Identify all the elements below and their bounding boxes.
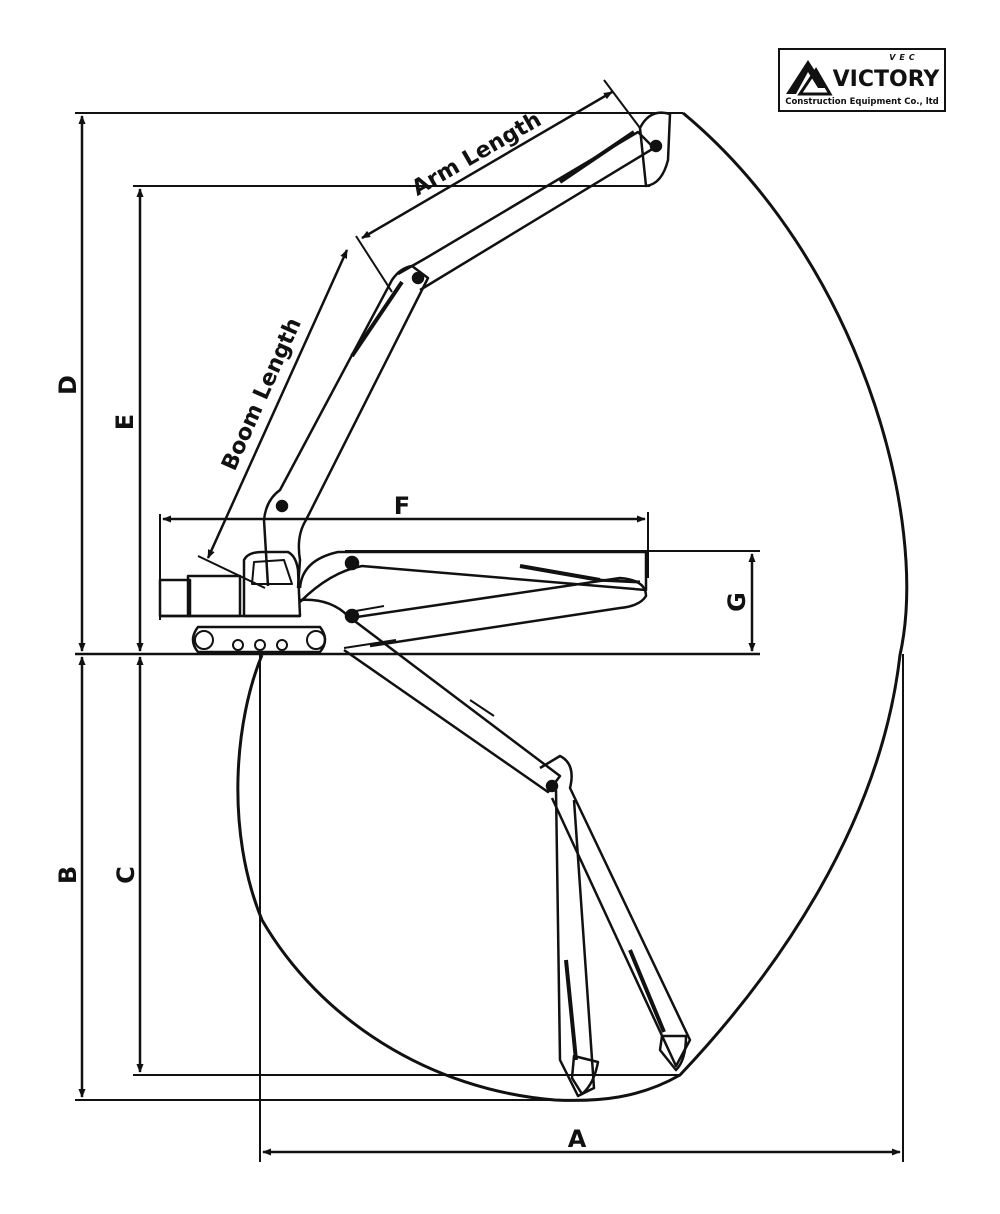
label-e: E <box>111 414 139 430</box>
svg-text:Construction Equipment Co., lt: Construction Equipment Co., ltd <box>785 97 939 107</box>
boom-horizontal <box>298 550 648 648</box>
label-arm-length: Arm Length <box>408 107 546 201</box>
engine-cover <box>186 574 242 618</box>
pivot-linkage <box>343 605 495 717</box>
victory-logo: VEC VICTORY Construction Equipment Co., … <box>778 48 946 112</box>
label-d: D <box>54 375 82 395</box>
label-c: C <box>112 866 140 884</box>
dimension-arrows <box>78 79 901 1156</box>
reference-lines <box>75 112 904 1162</box>
label-boom-length: Boom Length <box>217 314 307 474</box>
victory-logo-mark-icon <box>786 60 826 94</box>
svg-text:VEC: VEC <box>889 53 919 62</box>
arm-lowered <box>539 754 692 1068</box>
arm-lowered-b <box>554 789 596 1098</box>
counterweight <box>158 578 192 618</box>
excavator-base <box>158 550 327 654</box>
label-a: A <box>568 1125 587 1153</box>
dim-line-boom <box>206 249 349 559</box>
label-b: B <box>54 866 82 884</box>
bucket-lower-a <box>658 1034 688 1072</box>
bucket-upper <box>638 111 672 188</box>
bucket-lower-b <box>570 1054 600 1096</box>
boom-lowered <box>299 598 692 1098</box>
cab-window <box>251 559 293 585</box>
arm-horizontal <box>349 576 648 648</box>
boom-raised <box>262 264 430 589</box>
label-f: F <box>394 492 410 520</box>
cab <box>242 550 302 618</box>
undercarriage <box>191 625 327 654</box>
dim-line-arm <box>361 90 613 240</box>
arm-raised <box>397 111 672 292</box>
working-range-envelope <box>236 111 909 1102</box>
svg-text:VICTORY: VICTORY <box>833 67 941 92</box>
track-rollers <box>194 630 326 651</box>
label-g: G <box>723 592 751 612</box>
